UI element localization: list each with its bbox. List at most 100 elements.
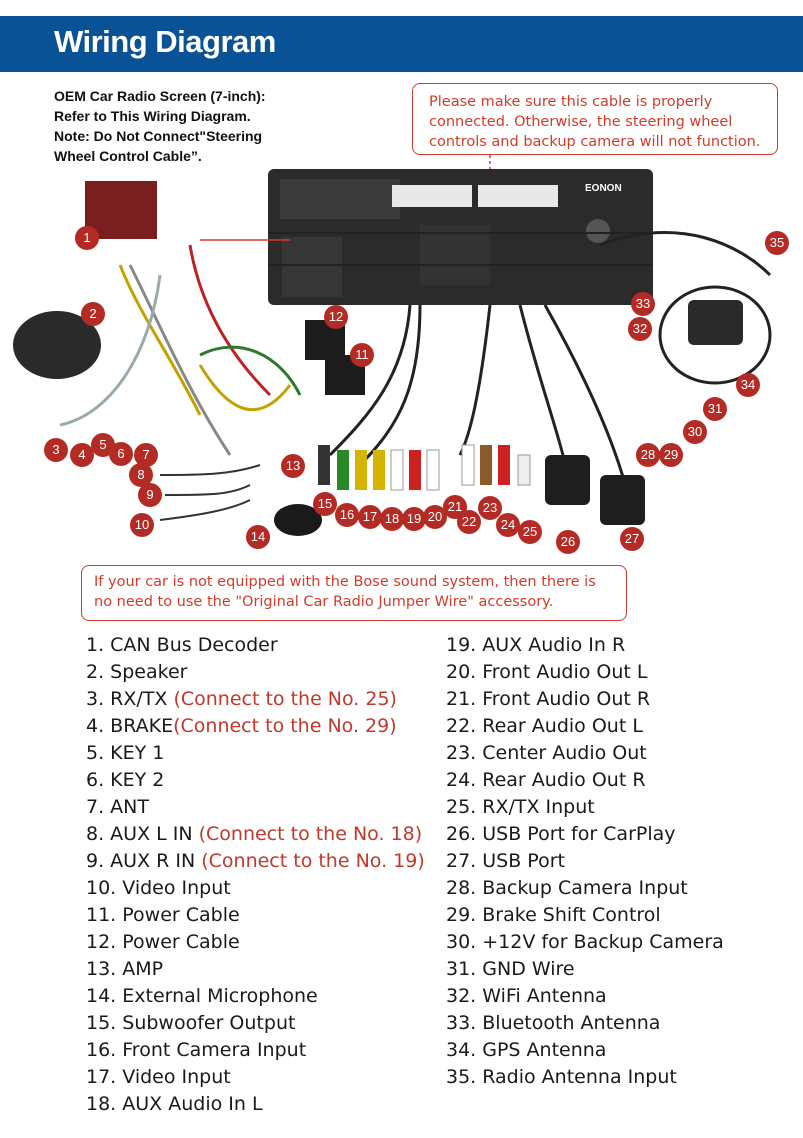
legend-item-text: 26. USB Port for CarPlay xyxy=(446,823,676,845)
marker-30: 30 xyxy=(683,420,707,444)
legend-item-text: 6. KEY 2 xyxy=(86,769,165,791)
oem-note: OEM Car Radio Screen (7-inch): Refer to … xyxy=(54,86,304,166)
oem-note-line: OEM Car Radio Screen (7-inch): xyxy=(54,88,266,104)
legend-item-text: 20. Front Audio Out L xyxy=(446,661,648,683)
marker-18: 18 xyxy=(380,507,404,531)
legend-item-text: 7. ANT xyxy=(86,796,149,818)
marker-9: 9 xyxy=(138,483,162,507)
marker-2: 2 xyxy=(81,302,105,326)
gps-cable xyxy=(658,285,772,385)
legend-item: 15. Subwoofer Output xyxy=(86,1010,425,1037)
legend-item: 34. GPS Antenna xyxy=(446,1037,724,1064)
head-unit: EONON xyxy=(268,169,653,305)
aux-video-cables xyxy=(159,464,261,521)
legend-item-text: 9. AUX R IN xyxy=(86,850,202,872)
legend-item: 17. Video Input xyxy=(86,1064,425,1091)
legend-item-text: 30. +12V for Backup Camera xyxy=(446,931,724,953)
legend-item: 31. GND Wire xyxy=(446,956,724,983)
marker-1: 1 xyxy=(75,226,99,250)
legend-item: 12. Power Cable xyxy=(86,929,425,956)
marker-32: 32 xyxy=(628,317,652,341)
marker-14: 14 xyxy=(246,525,270,549)
legend-item: 35. Radio Antenna Input xyxy=(446,1064,724,1091)
marker-5: 5 xyxy=(91,433,115,457)
legend-item: 2. Speaker xyxy=(86,659,425,686)
callout-line: no need to use the "Original Car Radio J… xyxy=(94,594,554,610)
marker-27: 27 xyxy=(620,527,644,551)
legend-item: 21. Front Audio Out R xyxy=(446,686,724,713)
legend-item-text: 17. Video Input xyxy=(86,1066,231,1088)
marker-15: 15 xyxy=(313,492,337,516)
brand-label: EONON xyxy=(585,183,622,194)
legend-item: 23. Center Audio Out xyxy=(446,740,724,767)
legend-item-text: 31. GND Wire xyxy=(446,958,575,980)
marker-22: 22 xyxy=(457,510,481,534)
marker-29: 29 xyxy=(659,443,683,467)
legend-item: 14. External Microphone xyxy=(86,983,425,1010)
cable-warning-callout: Please make sure this cable is properly … xyxy=(412,83,778,155)
legend-item-text: 28. Backup Camera Input xyxy=(446,877,688,899)
legend-item: 9. AUX R IN (Connect to the No. 19) xyxy=(86,848,425,875)
legend-item-text: 34. GPS Antenna xyxy=(446,1039,607,1061)
legend-item: 5. KEY 1 xyxy=(86,740,425,767)
legend-item: 3. RX/TX (Connect to the No. 25) xyxy=(86,686,425,713)
callout-line: If your car is not equipped with the Bos… xyxy=(94,574,596,590)
legend-item-text: 3. RX/TX xyxy=(86,688,174,710)
legend-item-text: 35. Radio Antenna Input xyxy=(446,1066,677,1088)
marker-26: 26 xyxy=(556,530,580,554)
legend-item: 1. CAN Bus Decoder xyxy=(86,632,425,659)
legend-item-note: (Connect to the No. 19) xyxy=(201,850,425,872)
legend-right-column: 19. AUX Audio In R 20. Front Audio Out L 2… xyxy=(446,632,724,1091)
legend-item-text: 4. BRAKE xyxy=(86,715,174,737)
decoder-box-icon xyxy=(85,181,157,239)
marker-6: 6 xyxy=(109,442,133,466)
legend-item-note: (Connect to the No. 18) xyxy=(198,823,423,845)
speaker-icon xyxy=(13,311,101,379)
legend-item-text: 8. AUX L IN xyxy=(86,823,199,845)
callout-line: controls and backup camera will not func… xyxy=(429,134,761,150)
marker-31: 31 xyxy=(703,397,727,421)
usb-carplay-icon xyxy=(545,455,590,505)
legend-item: 24. Rear Audio Out R xyxy=(446,767,724,794)
marker-24: 24 xyxy=(496,513,520,537)
marker-12: 12 xyxy=(324,305,348,329)
legend-item: 26. USB Port for CarPlay xyxy=(446,821,724,848)
legend-item: 4. BRAKE(Connect to the No. 29) xyxy=(86,713,425,740)
legend-item-note: (Connect to the No. 25) xyxy=(173,688,397,710)
legend-item: 13. AMP xyxy=(86,956,425,983)
marker-10: 10 xyxy=(130,513,154,537)
legend-item-text: 33. Bluetooth Antenna xyxy=(446,1012,661,1034)
legend-item: 29. Brake Shift Control xyxy=(446,902,724,929)
legend-item: 25. RX/TX Input xyxy=(446,794,724,821)
harness-wires xyxy=(59,244,302,456)
legend-item-text: 32. WiFi Antenna xyxy=(446,985,607,1007)
legend-item-text: 25. RX/TX Input xyxy=(446,796,595,818)
marker-35: 35 xyxy=(765,231,789,255)
legend-item: 7. ANT xyxy=(86,794,425,821)
callout-line: Please make sure this cable is properly xyxy=(429,94,713,110)
marker-23: 23 xyxy=(478,496,502,520)
legend-item-text: 11. Power Cable xyxy=(86,904,240,926)
marker-11: 11 xyxy=(350,343,374,367)
callout-line: connected. Otherwise, the steering wheel xyxy=(429,114,733,130)
marker-33: 33 xyxy=(631,292,655,316)
legend-item-text: 2. Speaker xyxy=(86,661,188,683)
marker-21: 21 xyxy=(443,495,467,519)
marker-25: 25 xyxy=(518,520,542,544)
rca-plugs xyxy=(318,444,531,491)
legend-item: 16. Front Camera Input xyxy=(86,1037,425,1064)
oem-note-line: Refer to This Wiring Diagram. xyxy=(54,108,251,124)
legend-item: 20. Front Audio Out L xyxy=(446,659,724,686)
legend-item-text: 22. Rear Audio Out L xyxy=(446,715,643,737)
marker-34: 34 xyxy=(736,373,760,397)
legend-item-text: 12. Power Cable xyxy=(86,931,240,953)
legend-item-text: 27. USB Port xyxy=(446,850,565,872)
legend-item-text: 16. Front Camera Input xyxy=(86,1039,307,1061)
legend-item-text: 5. KEY 1 xyxy=(86,742,165,764)
legend-item: 8. AUX L IN (Connect to the No. 18) xyxy=(86,821,425,848)
gps-antenna-icon xyxy=(688,300,743,345)
marker-17: 17 xyxy=(358,505,382,529)
legend-item-text: 19. AUX Audio In R xyxy=(446,634,626,656)
marker-13: 13 xyxy=(281,454,305,478)
marker-3: 3 xyxy=(44,438,68,462)
